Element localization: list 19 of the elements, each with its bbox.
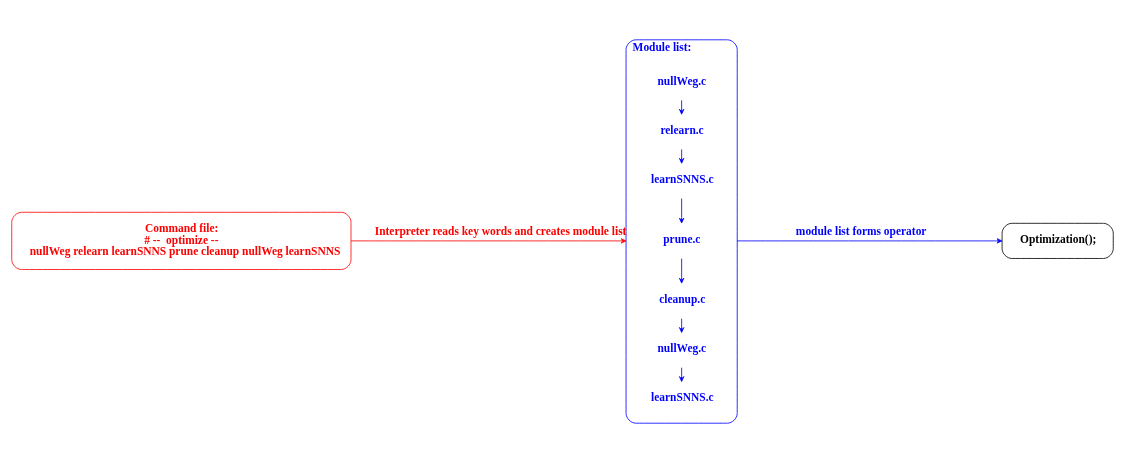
- arrow: [679, 197, 685, 223]
- edge-label: Interpreter reads key words and creates module list: [374, 224, 627, 237]
- node-text: prune.c: [663, 232, 701, 245]
- arrow: [679, 366, 685, 382]
- node-text: nullWeg.c: [657, 341, 707, 354]
- arrow: [679, 99, 685, 115]
- node-box: Optimization();: [1001, 222, 1114, 259]
- arrow: [679, 317, 685, 333]
- arrow: [736, 237, 1003, 243]
- node-text: learnSNNS.c: [650, 172, 714, 185]
- node-text: relearn.c: [660, 123, 704, 136]
- node-text: nullWeg.c: [657, 74, 707, 87]
- arrow: [350, 237, 627, 243]
- node-text: cleanup.c: [659, 292, 706, 305]
- arrow: [679, 148, 685, 164]
- node-text: learnSNNS.c: [650, 390, 714, 403]
- arrow: [679, 257, 685, 283]
- node-box: Command file: # -- optimize -- nullWeg relearn learnSNNS prune cleanup nullWeg learnSNNS: [11, 211, 352, 270]
- edge-label: module list forms operator: [795, 224, 927, 237]
